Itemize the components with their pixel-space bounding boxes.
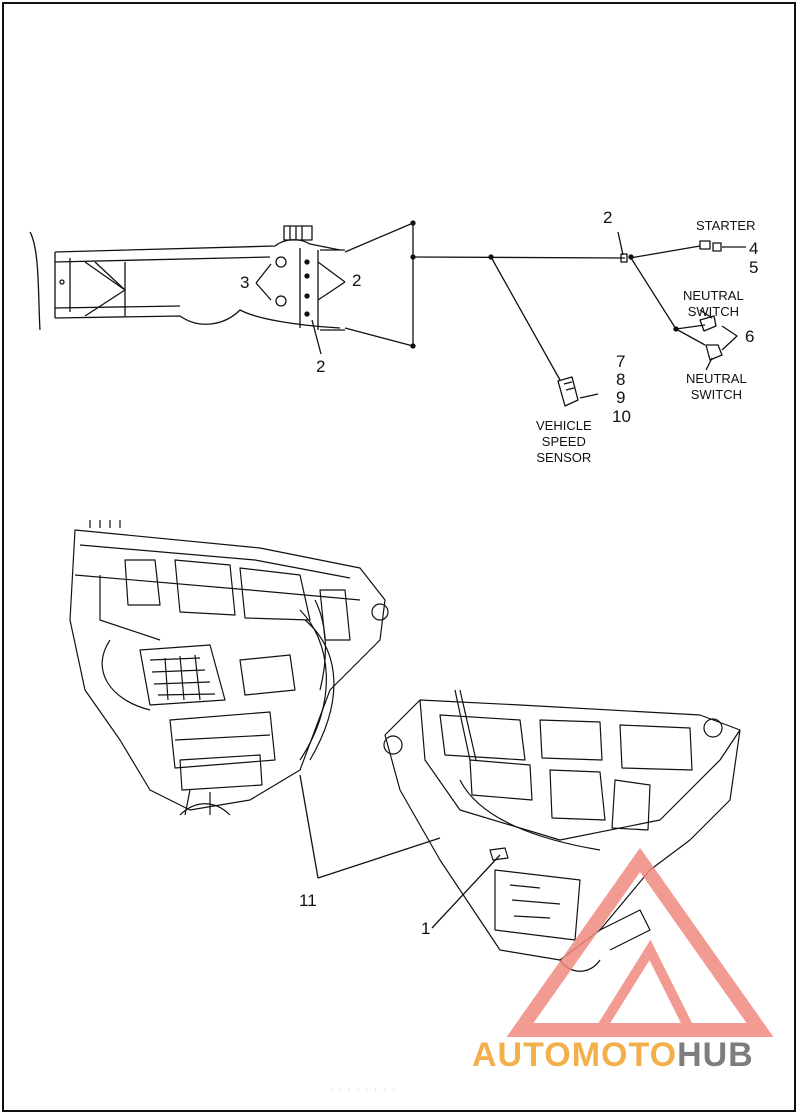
footer-text: · · · · · · · · — [330, 1085, 397, 1094]
caption-neutral-switch-top-line1: NEUTRAL — [683, 288, 744, 303]
caption-neutral-switch-bottom-line2: SWITCH — [690, 387, 742, 402]
callout-5: 5 — [749, 258, 759, 277]
caption-neutral-switch-top-line2: SWITCH — [687, 304, 739, 319]
callout-7: 7 — [616, 352, 626, 371]
frame-backbone — [29, 225, 345, 331]
watermark-text: AUTOMOTOHUB — [472, 1036, 754, 1075]
watermark-logo — [506, 847, 774, 1037]
callout-6: 6 — [745, 327, 755, 346]
callout-2-frame-right: 2 — [352, 271, 362, 290]
caption-neutral-switch-top: NEUTRAL SWITCH — [683, 288, 744, 320]
caption-vehicle-speed-sensor: VEHICLE SPEED SENSOR — [536, 418, 592, 466]
caption-starter: STARTER — [696, 218, 756, 233]
callout-1: 1 — [421, 919, 431, 938]
callout-10: 10 — [612, 407, 631, 426]
caption-vss-line1: VEHICLE — [536, 418, 592, 433]
callout-11: 11 — [299, 891, 317, 910]
watermark-part1: AUTOMOTO — [472, 1036, 678, 1074]
callout-8: 8 — [616, 370, 626, 389]
harness-fan — [344, 220, 626, 349]
relay-box-left — [69, 520, 389, 816]
caption-neutral-switch-bottom: NEUTRAL SWITCH — [686, 371, 747, 403]
callout-2-connector: 2 — [603, 208, 613, 227]
caption-vss-line2: SPEED — [541, 434, 586, 449]
caption-neutral-switch-bottom-line1: NEUTRAL — [686, 371, 747, 386]
callout-2-frame-bottom: 2 — [316, 357, 326, 376]
callout-4: 4 — [749, 239, 759, 258]
callout-9: 9 — [616, 388, 626, 407]
watermark-part2: HUB — [677, 1036, 754, 1074]
callout-3: 3 — [240, 273, 250, 292]
caption-vss-line3: SENSOR — [536, 450, 592, 465]
